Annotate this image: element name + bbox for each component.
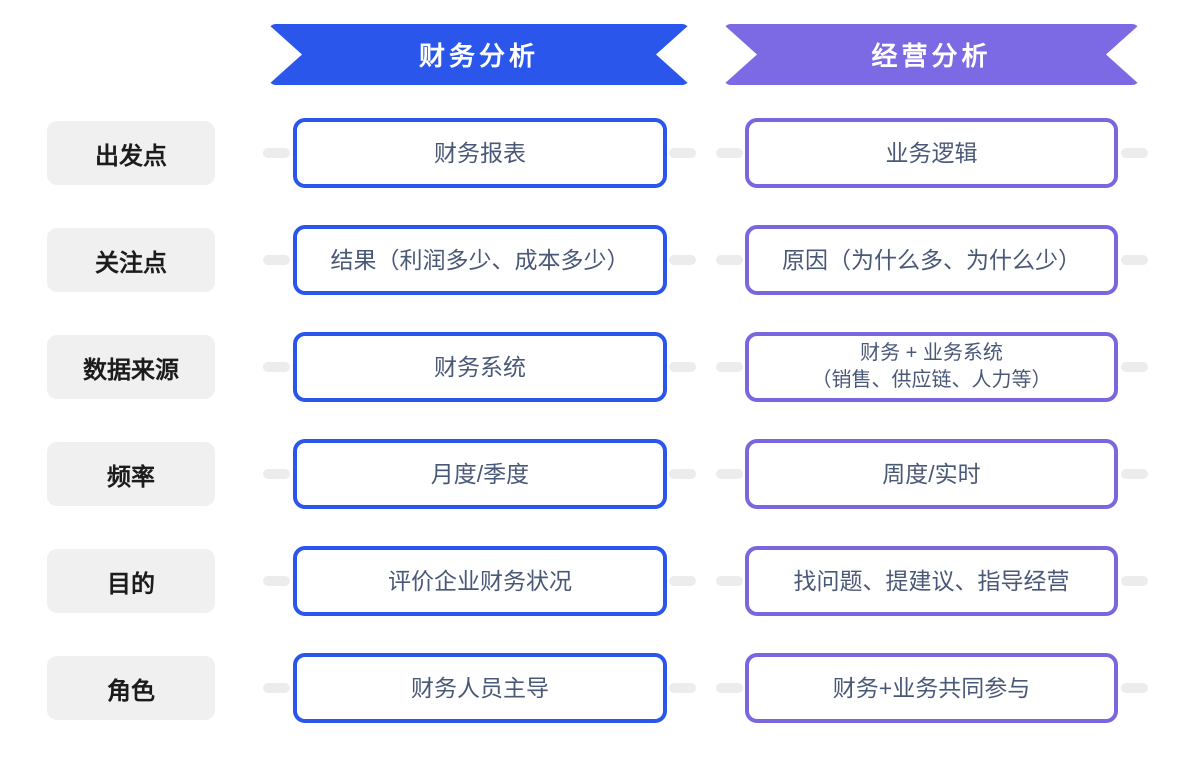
connector-dash: [669, 148, 696, 158]
business-box-text-line2: （销售、供应链、人力等）: [811, 369, 1052, 391]
business-box: 原因（为什么多、为什么少）: [745, 225, 1118, 295]
row-focus: 关注点 结果（利润多少、成本多少） 原因（为什么多、为什么少）: [47, 225, 1170, 295]
connector-dash: [1121, 469, 1148, 479]
financial-analysis-banner: 财务分析: [268, 24, 690, 85]
financial-box: 财务报表: [293, 118, 667, 188]
business-box: 业务逻辑: [745, 118, 1118, 188]
financial-box-text: 月度/季度: [430, 460, 530, 487]
connector-middle: [667, 683, 745, 693]
row-role: 角色 财务人员主导 财务+业务共同参与: [47, 653, 1170, 723]
connector-dash: [263, 148, 290, 158]
connector-right: [1118, 255, 1170, 265]
connector-dash: [716, 683, 743, 693]
row-label: 出发点: [47, 121, 215, 185]
business-box-text: 周度/实时: [882, 460, 981, 487]
business-analysis-banner-label: 经营分析: [871, 41, 992, 71]
connector-right: [1118, 469, 1170, 479]
connector-middle: [667, 576, 745, 586]
connector-dash: [1121, 576, 1148, 586]
connector-left: [215, 576, 293, 586]
connector-dash: [263, 255, 290, 265]
connector-dash: [669, 683, 696, 693]
financial-analysis-banner-label: 财务分析: [418, 41, 539, 71]
connector-middle: [667, 469, 745, 479]
business-box: 周度/实时: [745, 439, 1118, 509]
connector-middle: [667, 362, 745, 372]
connector-dash: [716, 576, 743, 586]
connector-dash: [669, 255, 696, 265]
financial-box: 评价企业财务状况: [293, 546, 667, 616]
business-box: 财务+业务共同参与: [745, 653, 1118, 723]
connector-dash: [669, 362, 696, 372]
connector-dash: [716, 362, 743, 372]
connector-left: [215, 683, 293, 693]
connector-dash: [716, 469, 743, 479]
business-box-text: 原因（为什么多、为什么少）: [782, 246, 1081, 273]
business-analysis-banner: 经营分析: [723, 24, 1140, 85]
connector-left: [215, 255, 293, 265]
row-label: 数据来源: [47, 335, 215, 399]
connector-left: [215, 362, 293, 372]
connector-dash: [263, 683, 290, 693]
connector-left: [215, 469, 293, 479]
business-box-text-line1: 财务 + 业务系统: [860, 342, 1003, 364]
connector-middle: [667, 148, 745, 158]
connector-left: [215, 148, 293, 158]
row-starting-point: 出发点 财务报表 业务逻辑: [47, 118, 1170, 188]
connector-dash: [1121, 362, 1148, 372]
connector-dash: [263, 469, 290, 479]
financial-box: 月度/季度: [293, 439, 667, 509]
connector-middle: [667, 255, 745, 265]
connector-dash: [669, 469, 696, 479]
row-label: 目的: [47, 549, 215, 613]
connector-right: [1118, 362, 1170, 372]
connector-right: [1118, 683, 1170, 693]
row-frequency: 频率 月度/季度 周度/实时: [47, 439, 1170, 509]
financial-box-text: 评价企业财务状况: [388, 567, 572, 594]
business-box-text: 找问题、提建议、指导经营: [793, 567, 1070, 594]
connector-right: [1118, 576, 1170, 586]
financial-box-text: 财务人员主导: [411, 674, 549, 701]
row-data-source: 数据来源 财务系统 财务 + 业务系统 （销售、供应链、人力等）: [47, 332, 1170, 402]
financial-box-text: 财务报表: [434, 139, 526, 166]
business-box-text: 业务逻辑: [885, 139, 978, 166]
financial-box-text: 财务系统: [434, 353, 526, 380]
financial-box: 财务人员主导: [293, 653, 667, 723]
connector-dash: [1121, 148, 1148, 158]
connector-dash: [716, 255, 743, 265]
financial-box: 结果（利润多少、成本多少）: [293, 225, 667, 295]
row-label: 频率: [47, 442, 215, 506]
connector-dash: [1121, 255, 1148, 265]
connector-right: [1118, 148, 1170, 158]
row-label: 关注点: [47, 228, 215, 292]
financial-box-text: 结果（利润多少、成本多少）: [330, 246, 630, 273]
connector-dash: [1121, 683, 1148, 693]
connector-dash: [716, 148, 743, 158]
business-box: 财务 + 业务系统 （销售、供应链、人力等）: [745, 332, 1118, 402]
row-label: 角色: [47, 656, 215, 720]
connector-dash: [263, 576, 290, 586]
financial-box: 财务系统: [293, 332, 667, 402]
business-box-text: 财务+业务共同参与: [832, 674, 1031, 701]
business-box: 找问题、提建议、指导经营: [745, 546, 1118, 616]
connector-dash: [263, 362, 290, 372]
comparison-rows: 出发点 财务报表 业务逻辑 关注点 结果（利润多少、成本多少） 原因（为什么多、…: [47, 118, 1170, 723]
connector-dash: [669, 576, 696, 586]
row-purpose: 目的 评价企业财务状况 找问题、提建议、指导经营: [47, 546, 1170, 616]
